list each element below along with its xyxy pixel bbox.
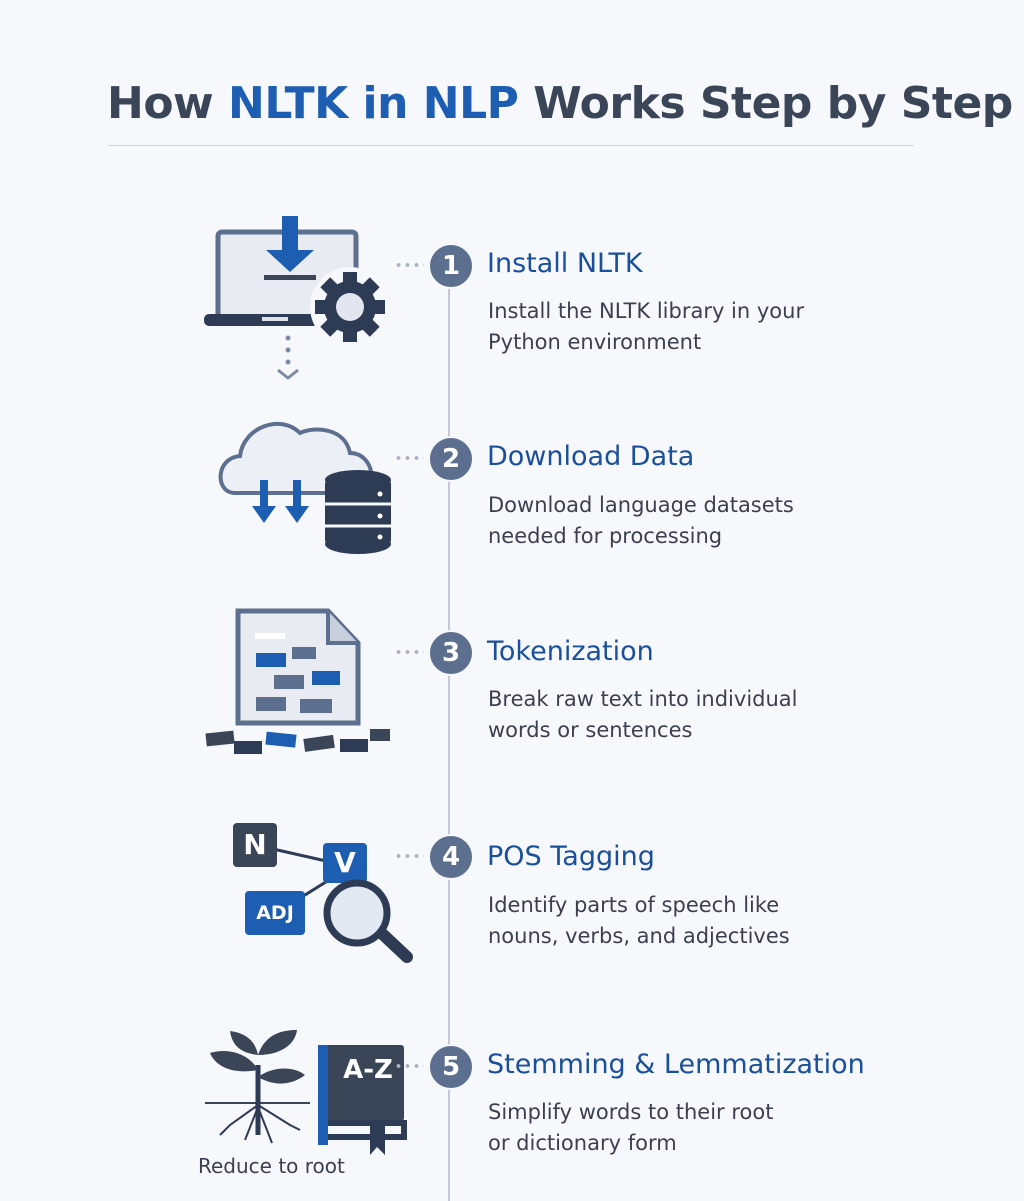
book-label: A-Z xyxy=(343,1055,393,1085)
plant-book-icon xyxy=(205,1030,407,1155)
tag-noun: N xyxy=(243,828,267,861)
laptop-download-gear-icon xyxy=(204,216,390,380)
step-title: Tokenization xyxy=(487,636,654,667)
step-title: Download Data xyxy=(487,441,695,472)
cloud-database-icon xyxy=(218,421,391,554)
connector-dots xyxy=(394,854,424,858)
step-title: POS Tagging xyxy=(487,841,655,872)
icon-caption: Reduce to root xyxy=(198,1154,345,1178)
document-tokens-icon xyxy=(205,608,390,754)
tag-verb: V xyxy=(334,846,356,879)
step-title: Install NLTK xyxy=(487,248,643,279)
tag-adjective: ADJ xyxy=(256,902,294,924)
step-title: Stemming & Lemmatization xyxy=(487,1049,865,1080)
step-number-badge: 5 xyxy=(428,1044,474,1090)
page-title: How NLTK in NLP Works Step by Step xyxy=(107,78,1013,129)
tags-magnifier-icon xyxy=(233,823,413,963)
step-number-badge: 3 xyxy=(428,630,474,676)
connector-dots xyxy=(394,263,424,267)
timeline-line xyxy=(448,285,450,1201)
title-divider xyxy=(108,145,914,146)
step-number-badge: 2 xyxy=(428,436,474,482)
connector-dots xyxy=(394,1064,424,1068)
step-number-badge: 4 xyxy=(428,834,474,880)
connector-dots xyxy=(394,456,424,460)
step-number-badge: 1 xyxy=(428,243,474,289)
connector-dots xyxy=(394,650,424,654)
